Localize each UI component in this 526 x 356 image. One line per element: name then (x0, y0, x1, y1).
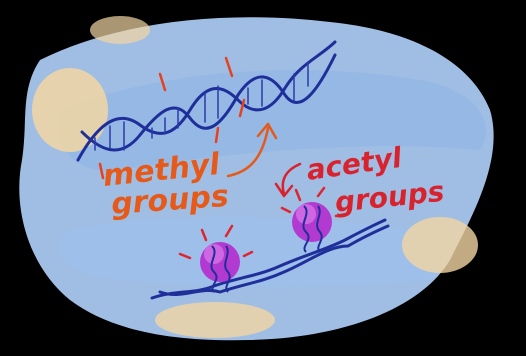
watercolor-yellow-right (402, 217, 478, 273)
watercolor-yellow-left (32, 68, 108, 152)
watercolor-yellow-bottom (155, 302, 275, 338)
watercolor-yellow-top (90, 16, 150, 44)
